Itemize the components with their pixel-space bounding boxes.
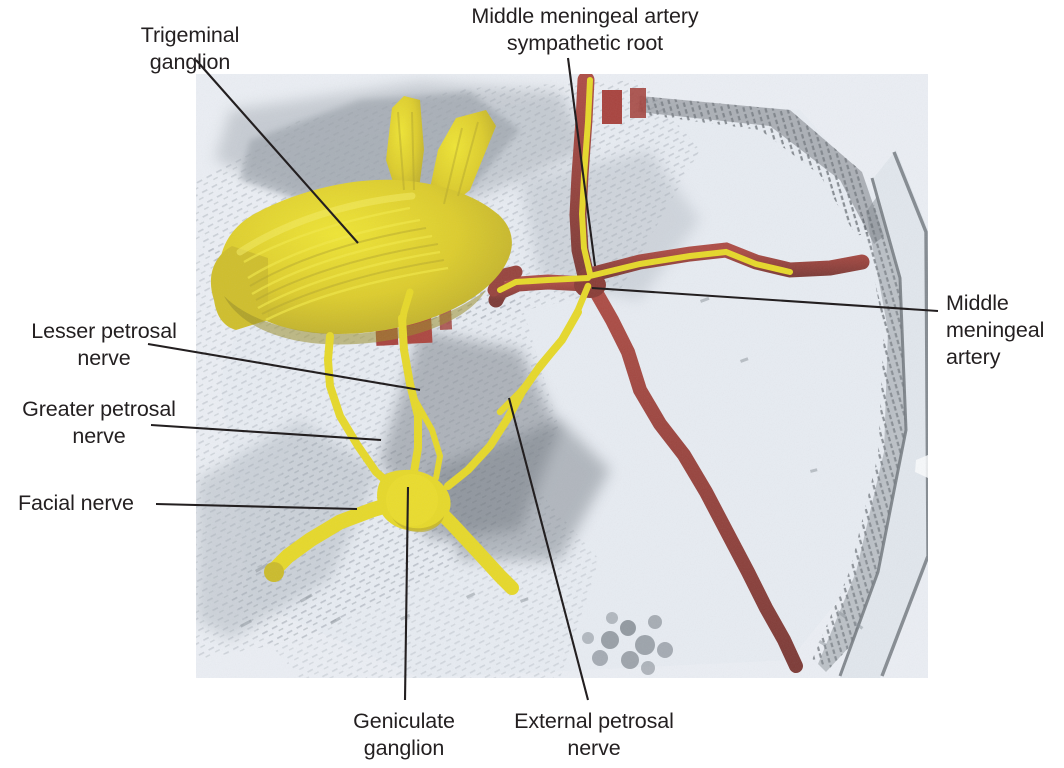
leader-lines bbox=[147, 57, 939, 701]
specimen-photograph bbox=[196, 74, 928, 678]
leader-mma-sympathetic-root bbox=[566, 57, 597, 267]
leader-geniculate-ganglion bbox=[403, 486, 410, 701]
photo-grain bbox=[196, 74, 928, 678]
label-lesser-petrosal-nerve-line1: Lesser petrosal bbox=[31, 319, 177, 343]
label-greater-petrosal-nerve-line2: nerve bbox=[72, 424, 126, 448]
label-lesser-petrosal-nerve: Lesser petrosal nerve bbox=[16, 318, 192, 372]
leader-greater-petrosal-nerve bbox=[150, 423, 382, 442]
label-middle-meningeal-artery: Middle meningeal artery bbox=[946, 290, 1062, 371]
label-external-petrosal-nerve-line2: nerve bbox=[567, 736, 621, 760]
label-geniculate-ganglion: Geniculate ganglion bbox=[338, 708, 470, 762]
label-external-petrosal-nerve: External petrosal nerve bbox=[500, 708, 688, 762]
label-greater-petrosal-nerve-line1: Greater petrosal bbox=[22, 397, 176, 421]
leader-lesser-petrosal-nerve bbox=[147, 342, 421, 392]
label-facial-nerve-line1: Facial nerve bbox=[18, 491, 134, 515]
label-external-petrosal-nerve-line1: External petrosal bbox=[514, 709, 674, 733]
label-middle-meningeal-artery-line2: meningeal bbox=[946, 318, 1045, 342]
label-mma-sympathetic-root-line1: Middle meningeal artery bbox=[471, 4, 699, 28]
label-middle-meningeal-artery-line1: Middle bbox=[946, 291, 1009, 315]
label-trigeminal-ganglion-line2: ganglion bbox=[149, 50, 231, 74]
label-middle-meningeal-artery-line3: artery bbox=[946, 345, 1001, 369]
label-greater-petrosal-nerve: Greater petrosal nerve bbox=[6, 396, 192, 450]
label-lesser-petrosal-nerve-line2: nerve bbox=[77, 346, 131, 370]
label-trigeminal-ganglion: Trigeminal ganglion bbox=[100, 22, 280, 76]
label-facial-nerve: Facial nerve bbox=[18, 490, 150, 517]
label-geniculate-ganglion-line1: Geniculate bbox=[353, 709, 455, 733]
leader-external-petrosal-nerve bbox=[507, 397, 590, 701]
leader-trigeminal-ganglion bbox=[195, 59, 359, 244]
label-mma-sympathetic-root-line2: sympathetic root bbox=[506, 31, 664, 55]
leader-middle-meningeal-artery bbox=[591, 286, 939, 313]
leader-facial-nerve bbox=[155, 502, 358, 511]
photo-tint bbox=[196, 74, 928, 678]
label-geniculate-ganglion-line2: ganglion bbox=[363, 736, 445, 760]
label-middle-meningeal-artery-sympathetic-root: Middle meningeal artery sympathetic root bbox=[425, 3, 745, 57]
label-trigeminal-ganglion-line1: Trigeminal bbox=[140, 23, 240, 47]
